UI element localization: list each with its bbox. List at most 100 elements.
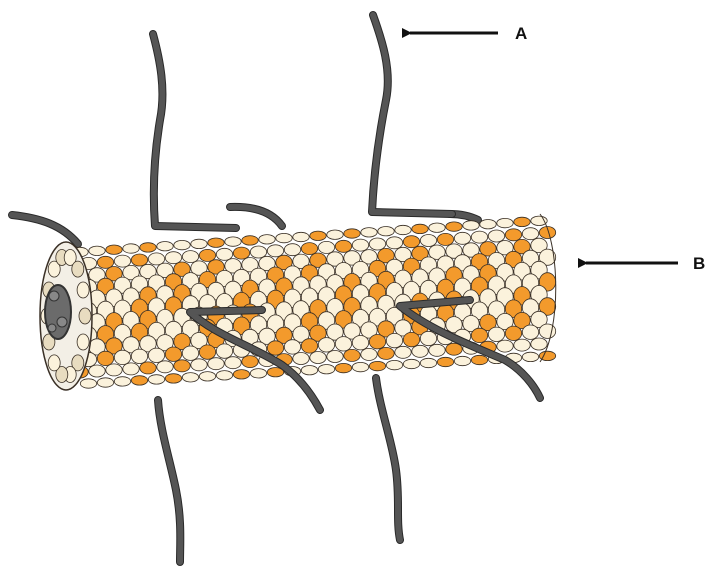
subunit-cream	[395, 346, 411, 358]
subunit-orange	[344, 349, 360, 361]
subunit-orange	[335, 240, 351, 252]
pointer-b: B	[586, 254, 705, 273]
subunit-orange	[471, 355, 487, 364]
subunit-cream	[454, 232, 470, 244]
subunit-cream	[276, 233, 292, 242]
subunit-cream	[208, 358, 224, 370]
pointer-a: A	[410, 24, 527, 43]
cap-subunit	[77, 334, 89, 350]
subunit-cream	[318, 365, 334, 374]
subunit-cream	[454, 356, 470, 365]
subunit-cream	[123, 363, 139, 375]
subunit-cream	[131, 349, 147, 363]
subunit-cream	[123, 244, 139, 253]
subunit-cream	[182, 251, 198, 263]
subunit-orange	[301, 339, 317, 353]
subunit-orange	[369, 335, 385, 349]
subunit-cream	[488, 327, 504, 341]
subunit-orange	[514, 217, 530, 226]
subunit-cream	[403, 359, 419, 368]
filament-rod	[72, 214, 556, 388]
subunit-cream	[216, 344, 232, 358]
subunit-cream	[250, 369, 266, 378]
subunit-cream	[386, 237, 402, 249]
subunit-cream	[267, 245, 283, 257]
subunit-orange	[131, 376, 147, 385]
subunit-orange	[233, 247, 249, 259]
subunit-cream	[327, 351, 343, 363]
subunit-orange	[403, 332, 419, 346]
subunit-orange	[446, 343, 462, 355]
subunit-cream	[352, 336, 368, 350]
subunit-cream	[310, 352, 326, 364]
label-a: A	[515, 24, 527, 43]
subunit-cream	[420, 358, 436, 367]
subunit-cream	[386, 333, 402, 347]
subunit-orange	[446, 222, 462, 231]
subunit-orange	[199, 345, 215, 359]
subunit-cream	[378, 227, 394, 236]
subunit-cream	[80, 379, 96, 388]
subunit-cream	[539, 324, 555, 338]
subunit-cream	[497, 340, 513, 352]
subunit-orange	[471, 328, 487, 342]
cap-subunit	[77, 282, 89, 298]
subunit-cream	[531, 216, 547, 225]
subunit-cream	[293, 232, 309, 241]
subunit-cream	[259, 235, 275, 244]
subunit-cream	[182, 346, 198, 360]
subunit-orange	[369, 361, 385, 370]
subunit-cream	[106, 364, 122, 376]
cap-subunit	[72, 261, 84, 277]
subunit-cream	[157, 361, 173, 373]
subunit-cream	[335, 337, 351, 351]
subunit-cream	[284, 244, 300, 256]
subunit-orange	[505, 326, 521, 340]
subunit-cream	[361, 228, 377, 237]
subunit-cream	[386, 360, 402, 369]
subunit-cream	[157, 242, 173, 251]
subunit-orange	[412, 224, 428, 233]
subunit-cream	[327, 230, 343, 239]
subunit-cream	[497, 218, 513, 227]
subunit-orange	[208, 238, 224, 247]
subunit-cream	[250, 246, 266, 258]
subunit-orange	[403, 236, 419, 248]
subunit-cream	[429, 223, 445, 232]
subunit-cream	[182, 373, 198, 382]
subunit-cream	[420, 331, 436, 345]
subunit-cream	[488, 230, 504, 242]
subunit-cream	[191, 359, 207, 371]
subunit-cream	[429, 344, 445, 356]
subunit-cream	[97, 378, 113, 387]
subunit-cream	[216, 248, 232, 260]
subunit-orange	[242, 356, 258, 368]
subunit-orange	[97, 351, 113, 365]
subunit-orange	[378, 347, 394, 359]
subunit-orange	[310, 231, 326, 240]
subunit-cream	[412, 345, 428, 357]
label-b: B	[693, 254, 705, 273]
cap-subunit	[48, 355, 60, 371]
subunit-cream	[293, 353, 309, 365]
subunit-orange	[233, 370, 249, 379]
subunit-cream	[225, 237, 241, 246]
subunit-orange	[437, 357, 453, 366]
subunit-cream	[165, 252, 181, 264]
subunit-cream	[301, 366, 317, 375]
subunit-cream	[395, 225, 411, 234]
subunit-cream	[114, 377, 130, 386]
subunit-orange	[106, 245, 122, 254]
subunit-cream	[522, 352, 538, 361]
subunit-cream	[318, 338, 334, 352]
subunit-cream	[225, 357, 241, 369]
subunit-cream	[199, 372, 215, 381]
subunit-orange	[165, 347, 181, 361]
subunit-orange	[267, 341, 283, 355]
subunit-cream	[89, 365, 105, 377]
subunit-orange	[505, 229, 521, 241]
subunit-cream	[480, 220, 496, 229]
subunit-orange	[165, 374, 181, 383]
subunit-orange	[131, 254, 147, 266]
